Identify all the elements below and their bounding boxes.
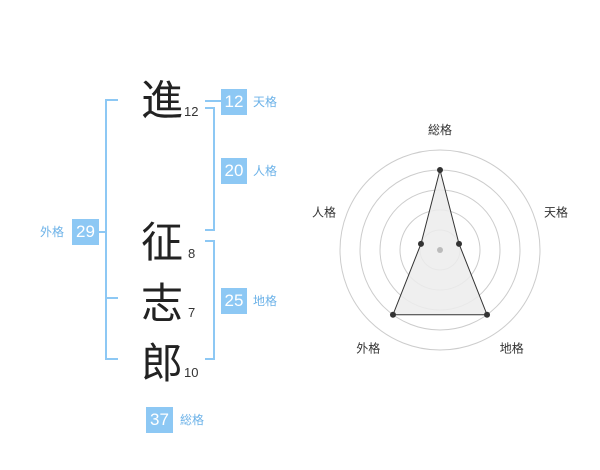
chikaku-label: 地格 bbox=[253, 294, 278, 308]
radar-axis-label-4: 外格 bbox=[356, 341, 380, 356]
radar-axis-label-2: 天格 bbox=[544, 204, 568, 219]
gaikaku-label: 外格 bbox=[40, 225, 65, 239]
radar-axis-label-3: 地格 bbox=[500, 341, 524, 356]
gaikaku-bracket bbox=[105, 99, 118, 360]
radar-point-5 bbox=[417, 240, 424, 247]
name-char-4: 郎 bbox=[141, 339, 184, 388]
radar-axis-label-5: 人格 bbox=[312, 204, 336, 219]
radar-point-1 bbox=[437, 167, 443, 173]
name-char-2: 征 bbox=[141, 218, 184, 267]
radar-point-4 bbox=[389, 311, 396, 318]
radar-point-2 bbox=[456, 240, 463, 247]
chikaku-badge: 25 bbox=[221, 288, 247, 314]
tenkaku-label: 天格 bbox=[253, 95, 278, 109]
chikaku-bracket bbox=[205, 240, 215, 360]
jinkaku-bracket bbox=[205, 107, 215, 231]
name-char-1: 進 bbox=[141, 76, 184, 125]
stroke-count-4: 10 bbox=[184, 365, 199, 380]
radar-center-point bbox=[437, 247, 443, 253]
gaikaku-badge: 29 bbox=[72, 219, 99, 245]
soukaku-label: 総格 bbox=[180, 413, 205, 427]
radar-point-3 bbox=[484, 311, 491, 318]
stroke-count-1: 12 bbox=[184, 104, 199, 119]
jinkaku-badge: 20 bbox=[221, 158, 247, 184]
radar-area bbox=[392, 169, 488, 316]
name-char-3: 志 bbox=[141, 279, 184, 328]
radar-axis-label-1: 総格 bbox=[428, 122, 452, 137]
tenkaku-badge: 12 bbox=[221, 89, 247, 115]
radar-ring-5 bbox=[339, 149, 541, 351]
soukaku-badge: 37 bbox=[146, 407, 173, 433]
stroke-count-2: 8 bbox=[188, 246, 196, 261]
stroke-count-3: 7 bbox=[188, 305, 196, 320]
jinkaku-label: 人格 bbox=[253, 164, 278, 178]
